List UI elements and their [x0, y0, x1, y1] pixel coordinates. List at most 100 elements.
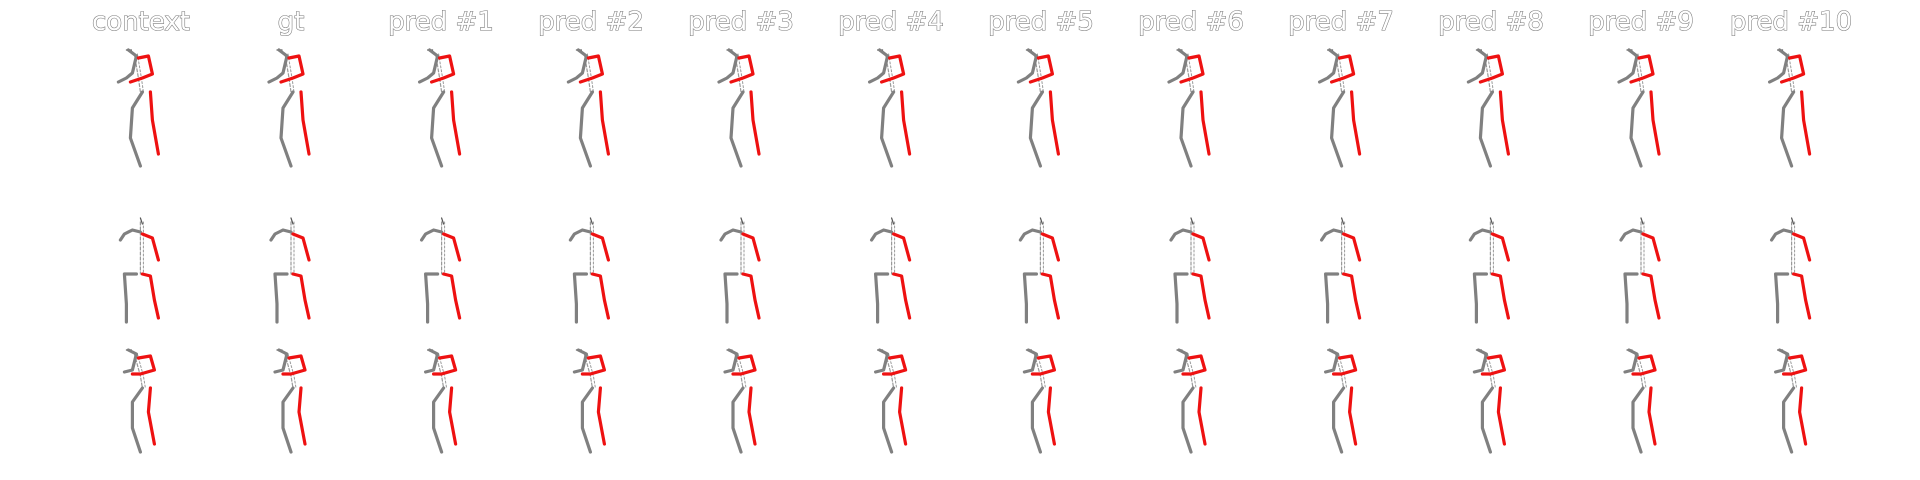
right-limb — [879, 54, 906, 84]
right-limb — [1498, 90, 1511, 156]
right-limb — [1791, 272, 1812, 320]
left-limb — [267, 48, 289, 84]
left-limb — [873, 348, 890, 374]
head-mark — [139, 217, 143, 225]
pose-skeleton — [418, 48, 462, 168]
left-limb — [1167, 48, 1189, 84]
right-limb — [1179, 54, 1205, 84]
left-limb — [1480, 386, 1495, 454]
column-title: pred #9 — [1588, 7, 1694, 37]
right-limb — [1647, 386, 1657, 446]
right-limb — [1199, 90, 1211, 156]
pose-skeleton — [1472, 348, 1507, 454]
spine-line — [287, 353, 297, 389]
head-mark — [441, 217, 445, 225]
spine-line — [737, 353, 747, 389]
right-limb — [1791, 232, 1812, 262]
head-mark — [740, 217, 744, 225]
left-limb — [1169, 228, 1193, 242]
right-limb — [1046, 386, 1057, 446]
right-limb — [297, 386, 307, 446]
left-limb — [1781, 386, 1796, 454]
left-limb — [424, 272, 440, 324]
pose-skeleton — [873, 348, 908, 454]
column-title: pred #2 — [538, 7, 644, 37]
left-limb — [731, 386, 745, 454]
left-limb — [1619, 228, 1643, 242]
right-limb — [729, 54, 755, 84]
right-limb — [1478, 54, 1505, 84]
pose-skeleton — [420, 217, 462, 324]
left-limb — [1319, 228, 1344, 242]
left-limb — [1022, 348, 1039, 374]
left-limb — [273, 272, 289, 324]
right-limb — [1490, 272, 1511, 320]
spine-line — [737, 53, 745, 93]
left-limb — [418, 48, 440, 84]
pose-skeleton — [118, 217, 160, 324]
left-limb — [869, 228, 894, 242]
column-title: pred #1 — [388, 7, 494, 37]
right-limb — [897, 386, 908, 446]
left-limb — [1472, 272, 1489, 324]
spine-line — [1784, 353, 1795, 389]
column-title: pred #5 — [988, 7, 1094, 37]
right-limb — [891, 272, 912, 320]
left-limb — [1779, 90, 1796, 168]
pose-skeleton — [1016, 48, 1061, 168]
right-limb — [448, 386, 458, 446]
pose-skeleton — [1468, 217, 1511, 324]
head-mark — [589, 217, 594, 225]
spine-line — [136, 53, 144, 93]
right-limb — [747, 386, 757, 446]
right-limb — [140, 232, 160, 262]
left-limb — [568, 228, 593, 242]
spine-line — [284, 353, 294, 389]
spine-line — [888, 53, 896, 93]
pose-skeleton — [566, 48, 611, 168]
left-limb — [128, 90, 144, 168]
spine-line — [1036, 53, 1044, 93]
right-limb — [1649, 90, 1661, 156]
right-limb — [596, 386, 607, 446]
pose-skeleton — [869, 217, 912, 324]
left-limb — [1472, 348, 1489, 374]
right-limb — [1347, 386, 1358, 446]
pose-skeleton — [1317, 48, 1362, 168]
left-limb — [1173, 348, 1189, 374]
left-limb — [1329, 90, 1346, 168]
right-limb — [1040, 232, 1061, 262]
column-title: pred #3 — [688, 7, 794, 37]
left-limb — [1018, 228, 1043, 242]
right-limb — [578, 54, 605, 84]
spine-line — [1486, 353, 1496, 389]
spine-line — [1338, 53, 1346, 93]
spine-line — [586, 53, 594, 93]
head-mark — [1790, 217, 1795, 225]
left-limb — [879, 90, 896, 168]
pose-skeleton — [1018, 217, 1061, 324]
left-limb — [1623, 272, 1639, 324]
spine-line — [287, 53, 295, 93]
pose-skeleton — [1022, 348, 1057, 454]
right-limb — [1797, 386, 1808, 446]
right-limb — [1030, 354, 1057, 376]
right-limb — [580, 354, 607, 376]
right-limb — [1480, 354, 1507, 376]
pose-skeleton — [717, 48, 761, 168]
spine-line — [438, 353, 448, 389]
left-limb — [1323, 348, 1340, 374]
pose-skeleton — [1323, 348, 1358, 454]
right-limb — [1781, 354, 1808, 376]
right-limb — [130, 354, 156, 376]
left-limb — [1773, 348, 1790, 374]
right-limb — [1641, 272, 1661, 320]
right-limb — [1641, 232, 1661, 262]
left-limb — [424, 348, 440, 374]
left-limb — [130, 386, 144, 454]
spine-line — [1634, 353, 1644, 389]
right-limb — [590, 232, 611, 262]
spine-line — [1637, 53, 1645, 93]
spine-line — [888, 353, 898, 389]
